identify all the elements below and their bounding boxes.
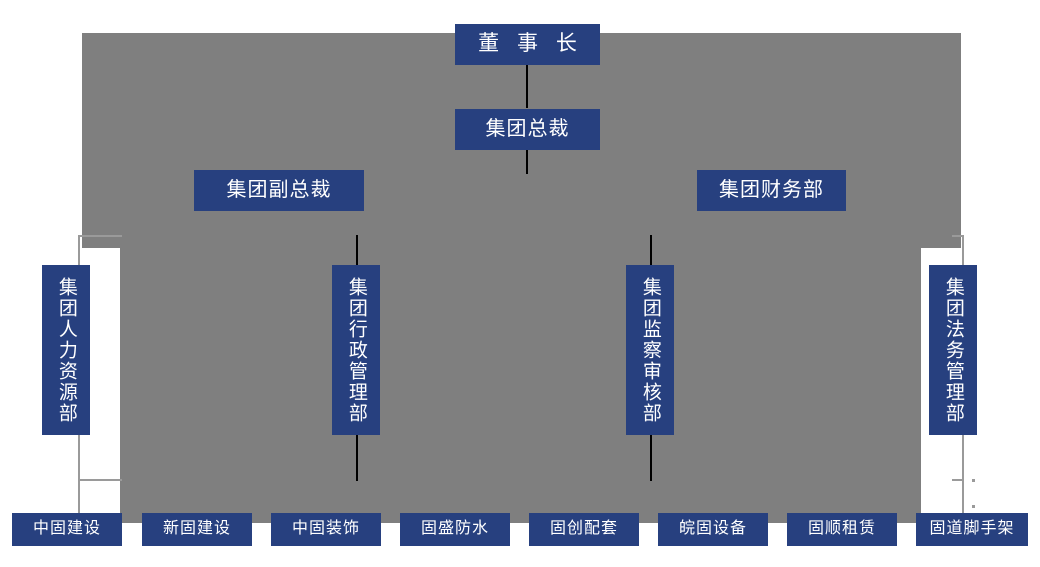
node-subsidiary-3[interactable]: 中固装饰 xyxy=(271,513,381,546)
connector-admin-subsidiaries xyxy=(356,435,358,481)
node-subsidiary-2[interactable]: 新固建设 xyxy=(142,513,252,546)
node-subsidiary-5[interactable]: 固创配套 xyxy=(529,513,639,546)
node-president[interactable]: 集团总裁 xyxy=(455,109,600,150)
connector-legal-branch xyxy=(952,479,964,481)
node-finance-dept[interactable]: 集团财务部 xyxy=(697,170,846,211)
node-chairman[interactable]: 董 事 长 xyxy=(455,24,600,65)
connector-hr-branch xyxy=(78,479,122,481)
node-subsidiary-7[interactable]: 固顺租赁 xyxy=(787,513,897,546)
connector-legal-branch-dot xyxy=(972,479,975,482)
connector-hr-tick xyxy=(78,235,122,237)
node-legal-dept[interactable]: 集团法务管理部 xyxy=(929,265,977,435)
connector-finance-audit xyxy=(650,235,652,265)
connector-president-bus xyxy=(526,150,528,174)
connector-chairman-president xyxy=(526,64,528,108)
node-subsidiary-6[interactable]: 皖固设备 xyxy=(658,513,768,546)
node-audit-dept[interactable]: 集团监察审核部 xyxy=(626,265,674,435)
node-subsidiary-1[interactable]: 中固建设 xyxy=(12,513,122,546)
connector-legal-rail-lower xyxy=(962,435,964,513)
node-subsidiary-8[interactable]: 固道脚手架 xyxy=(916,513,1028,546)
node-hr-dept[interactable]: 集团人力资源部 xyxy=(42,265,90,435)
connector-hr-rail xyxy=(78,235,80,265)
connector-hr-rail-lower xyxy=(78,435,80,513)
node-subsidiary-4[interactable]: 固盛防水 xyxy=(400,513,510,546)
connector-audit-subsidiaries xyxy=(650,435,652,481)
backdrop-panel xyxy=(82,33,961,523)
connector-legal-tick-cap xyxy=(952,235,964,237)
connector-legal-tick xyxy=(962,235,964,265)
connector-vp-admin xyxy=(356,235,358,265)
node-admin-dept[interactable]: 集团行政管理部 xyxy=(332,265,380,435)
connector-legal-branch-dot-2 xyxy=(972,505,975,508)
node-vice-president[interactable]: 集团副总裁 xyxy=(194,170,364,211)
